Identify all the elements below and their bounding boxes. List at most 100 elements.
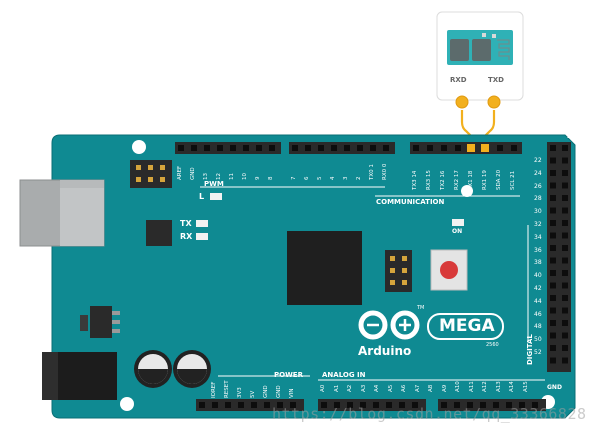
pin-hole	[550, 345, 556, 351]
pin-label: 39	[578, 261, 586, 269]
pin-label: AREF	[177, 165, 183, 180]
pin-hole	[455, 145, 461, 151]
on-label: ON	[452, 228, 463, 235]
pin-hole	[277, 402, 283, 408]
pin-label: 31	[578, 210, 586, 217]
pin-hole	[550, 320, 556, 326]
pin-hole	[217, 145, 223, 151]
icsp-header-right	[385, 250, 412, 292]
pin-label: 6	[304, 176, 310, 181]
voltage-regulator	[80, 315, 88, 331]
pin-hole	[550, 307, 556, 314]
pin-label: 9	[255, 176, 261, 181]
pin-label: 34	[534, 233, 542, 241]
pin-label: RX2 17	[454, 170, 460, 190]
pin-label: TX0 1	[369, 164, 375, 180]
gnd-label: GND	[547, 384, 562, 391]
pin-label: IOREF	[211, 381, 217, 398]
pin-hole	[562, 182, 568, 189]
pin-label: TX3 14	[412, 170, 418, 190]
rx-label: RX	[180, 232, 193, 241]
mount-hole	[132, 140, 146, 154]
pin-hole	[243, 145, 249, 151]
pin-hole	[373, 402, 379, 408]
pin-label: 7	[291, 176, 297, 181]
pin-hole	[506, 402, 512, 408]
pin-hole	[467, 402, 473, 408]
pin-label: 2	[356, 176, 362, 181]
pin-label: 48	[534, 323, 542, 331]
pin-hole	[305, 145, 311, 151]
communication-label: COMMUNICATION	[376, 198, 445, 206]
pin-hole	[441, 402, 447, 408]
pin-hole	[519, 402, 525, 408]
pin-hole	[386, 402, 392, 408]
tx-label: TX	[180, 219, 192, 228]
pin-label: 22	[534, 157, 542, 164]
pin-hole	[562, 295, 568, 301]
pin-label: 37	[578, 248, 586, 256]
wire-rxd	[460, 110, 473, 146]
pin-label: A10	[455, 381, 461, 392]
pin-hole	[550, 232, 556, 239]
led-on	[452, 219, 464, 226]
pin-label: 42	[534, 285, 542, 292]
pin-hole	[230, 145, 236, 151]
pin-hole	[212, 402, 218, 408]
pin-label: 30	[534, 208, 542, 216]
pin-label: 8	[268, 176, 274, 181]
pin-hole	[562, 257, 568, 264]
pin-hole	[412, 402, 418, 408]
tm-label: TM	[417, 305, 425, 311]
pin-hole	[204, 145, 210, 151]
pin-label: RX0 0	[382, 163, 388, 180]
pin-hole	[550, 270, 556, 276]
pin-hole	[399, 402, 405, 408]
pin-label: 44	[534, 297, 542, 305]
pin-label: 41	[578, 274, 586, 281]
module-antenna	[497, 39, 510, 60]
pin-hole	[550, 257, 556, 264]
wire-txd	[483, 110, 496, 146]
pin-hole	[344, 145, 350, 151]
module-chip-1	[450, 39, 469, 61]
pin-hole	[238, 402, 244, 408]
mega-model-label: MEGA	[439, 316, 495, 336]
pin-label: 33	[578, 222, 586, 230]
pin-hole	[562, 145, 568, 151]
pin-hole	[550, 295, 556, 301]
pin-label: 11	[229, 173, 235, 180]
pin-label: A11	[468, 381, 475, 392]
pin-hole	[550, 207, 556, 214]
pin-label: RX1 19	[482, 170, 488, 190]
mount-hole	[461, 185, 473, 197]
pin-label: A1	[333, 384, 340, 392]
pin-label: A2	[347, 384, 353, 392]
mount-hole	[120, 397, 134, 411]
pin-hole	[225, 402, 231, 408]
pin-label: A9	[441, 384, 448, 392]
pin-hole	[532, 402, 538, 408]
pin-hole	[360, 402, 366, 408]
pin-hole	[357, 145, 363, 151]
pin-hole	[251, 402, 257, 408]
pin-hole	[269, 145, 275, 151]
pin-hole	[441, 145, 447, 151]
pin-label: 46	[534, 310, 542, 318]
module-rxd-label: RXD	[450, 76, 467, 84]
pin-hole	[427, 145, 433, 151]
pin-hole	[550, 332, 556, 339]
pin-label: 38	[534, 259, 542, 267]
pin-hole	[290, 402, 296, 408]
pin-label: 13	[203, 173, 209, 180]
module-chip-2	[472, 39, 491, 61]
pin-label: TX2 16	[440, 170, 446, 190]
pin-label: 51	[578, 338, 586, 345]
pin-hole	[480, 402, 486, 408]
pin-label: 49	[578, 325, 586, 333]
pin-hole	[264, 402, 270, 408]
pin-label: A13	[495, 381, 502, 392]
led-tx	[196, 220, 208, 227]
pin-label: TX1 18	[468, 170, 474, 190]
pin-label: 26	[534, 182, 542, 190]
